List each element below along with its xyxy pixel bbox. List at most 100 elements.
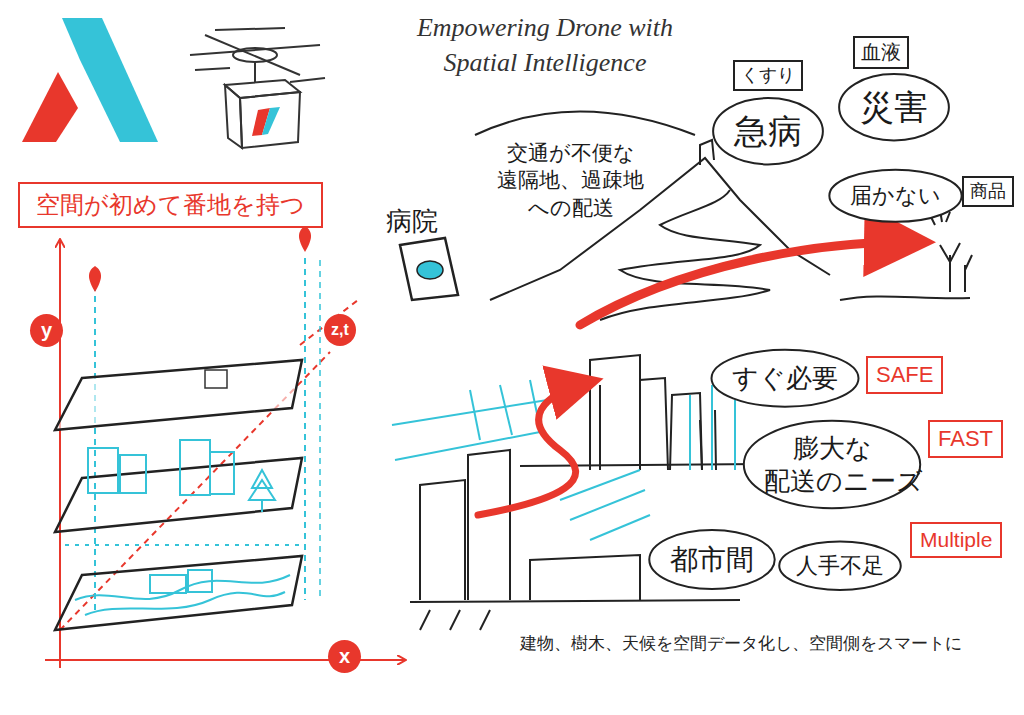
need-cloud: 災害 (838, 72, 950, 143)
delivery-arrow (580, 242, 918, 325)
axes (45, 240, 405, 668)
drone-part (233, 48, 277, 62)
need-cloud: 人手不足 (778, 540, 902, 592)
node-text: z,t (331, 320, 349, 340)
city-part (590, 355, 640, 470)
city-part (640, 378, 668, 470)
logo (22, 18, 158, 142)
city-route-arrow (478, 382, 590, 515)
caption-text: 建物、樹木、天候を空間データ化し、空間側をスマートに (520, 633, 962, 653)
value-tag: FAST (928, 420, 1003, 458)
value-tag: SAFE (866, 356, 943, 394)
location-pins-part (304, 258, 306, 600)
need-cloud: 都市間 (648, 528, 776, 591)
axes-part (59, 240, 61, 668)
heading-box: 空間が初めて番地を持つ (18, 182, 323, 228)
space-layers-part (55, 458, 302, 532)
drone-part (195, 68, 230, 70)
node-text: 空間が初めて番地を持つ (36, 190, 305, 220)
need-cloud: 届かない (828, 168, 963, 224)
city-grid-part (570, 490, 645, 520)
location-pins-part (89, 266, 101, 292)
axis-badge: z,t (324, 314, 356, 346)
city-grid (392, 380, 735, 540)
node-text: y (41, 318, 52, 343)
location-pins-part (319, 260, 321, 600)
layer-features-part (210, 452, 234, 494)
node-text: SAFE (876, 361, 933, 389)
hospital-part (400, 238, 458, 300)
need-cloud: 膨大な 配送のニーズ (742, 418, 922, 511)
city-part (420, 480, 465, 600)
mountain-part (840, 296, 970, 300)
space-layers (55, 360, 302, 630)
cloud-outline-shape (779, 542, 901, 590)
drone-part (254, 62, 256, 82)
layer-features-part (120, 455, 146, 493)
city-grid-part (395, 432, 540, 460)
node-text: 急病 (734, 110, 802, 153)
drone-part (290, 78, 325, 82)
layer-features-part (88, 448, 118, 493)
drone-part (215, 28, 285, 30)
note-text: 交通が不便な 遠隔地、過疎地 への配送 (497, 141, 644, 220)
node-text: 届かない (850, 182, 941, 210)
note-label: 病院 (386, 205, 438, 239)
city-part (420, 610, 430, 630)
city-grid-part (689, 395, 691, 470)
city-grid-part (470, 390, 480, 440)
logo-part (22, 72, 78, 142)
drone-part (225, 85, 242, 148)
axes-part (300, 300, 358, 345)
need-cloud: 急病 (712, 96, 824, 167)
item-box: 商品 (962, 176, 1014, 207)
item-box: くすり (733, 60, 803, 91)
item-box: 血液 (853, 36, 909, 69)
drone-part (262, 107, 280, 135)
mountain-part (475, 112, 695, 136)
city-part (600, 385, 702, 470)
layer-features-part (180, 440, 210, 495)
city-grid-part (500, 385, 512, 435)
note-label: 交通が不便な 遠隔地、過疎地 への配送 (478, 140, 663, 222)
delivery-arrow-part (580, 242, 918, 325)
cloud-outline-shape (839, 74, 949, 140)
axis-badge: y (30, 314, 63, 347)
city-part (530, 555, 640, 600)
need-cloud: すぐ必要 (710, 348, 860, 409)
mountain-part (700, 140, 714, 165)
layer-features-part (150, 575, 186, 593)
cloud-outline-shape (712, 350, 859, 407)
note-text: 病院 (386, 206, 438, 236)
city-part (468, 450, 510, 600)
node-text: 都市間 (670, 542, 754, 577)
node-text: 血液 (861, 40, 901, 65)
cloud-outline (742, 418, 922, 511)
cloud-outline-shape (713, 98, 823, 164)
node-text: くすり (741, 64, 795, 87)
hospital (400, 238, 458, 300)
drone-part (240, 92, 300, 148)
layer-features-part (65, 544, 300, 546)
layer-features-part (85, 592, 285, 615)
cloud-outline-shape (649, 530, 774, 589)
logo-part (62, 18, 158, 142)
node-text: FAST (938, 425, 993, 453)
node-text: 商品 (970, 180, 1006, 203)
city-part (520, 464, 760, 466)
drone-part (190, 45, 320, 55)
axis-badge: x (328, 640, 361, 673)
city-part (410, 600, 740, 602)
city-grid-part (590, 515, 650, 540)
city-route-arrow-part (478, 382, 590, 515)
space-layers-part (55, 556, 302, 630)
node-text: 災害 (860, 86, 928, 129)
title-block: Empowering Drone with Spatial Intelligen… (385, 10, 705, 80)
city-grid-part (734, 400, 736, 470)
cloud-outline-shape (829, 170, 961, 222)
layer-features-part (249, 470, 275, 512)
layer-features-part (188, 570, 212, 592)
space-layers-part (205, 370, 227, 388)
node-text: x (339, 644, 350, 669)
